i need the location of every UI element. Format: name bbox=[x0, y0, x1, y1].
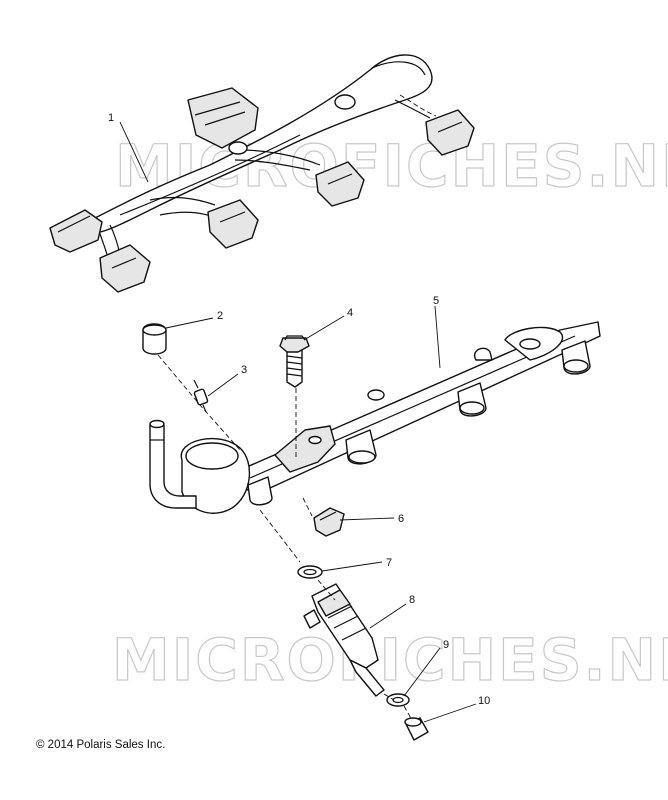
callout-1: 1 bbox=[108, 112, 114, 124]
o-ring-lower bbox=[386, 693, 410, 707]
o-ring-upper bbox=[297, 565, 323, 579]
clip-axis bbox=[302, 497, 313, 517]
watermark-bottom: MICROFICHES.NET bbox=[112, 626, 668, 694]
callout-10: 10 bbox=[478, 695, 490, 707]
retaining-clip bbox=[313, 507, 345, 537]
callout-8: 8 bbox=[409, 594, 415, 606]
callout-7: 7 bbox=[386, 557, 392, 569]
valve bbox=[193, 379, 209, 413]
callout-2: 2 bbox=[217, 310, 223, 322]
callout-4: 4 bbox=[347, 307, 353, 319]
cap bbox=[142, 323, 167, 355]
leader-lines bbox=[119, 121, 477, 723]
assembly-axis bbox=[157, 354, 413, 721]
bolt bbox=[279, 335, 310, 388]
callout-5: 5 bbox=[433, 295, 439, 307]
callout-3: 3 bbox=[241, 364, 247, 376]
watermark-top: MICROFICHES.NET bbox=[115, 132, 668, 200]
callout-9: 9 bbox=[443, 639, 449, 651]
wiring-harness bbox=[49, 54, 475, 293]
fuel-injector bbox=[303, 583, 385, 697]
lower-cap bbox=[404, 717, 429, 741]
copyright-notice: © 2014 Polaris Sales Inc. bbox=[36, 739, 166, 751]
fuel-rail bbox=[149, 321, 601, 514]
callout-6: 6 bbox=[398, 513, 404, 525]
